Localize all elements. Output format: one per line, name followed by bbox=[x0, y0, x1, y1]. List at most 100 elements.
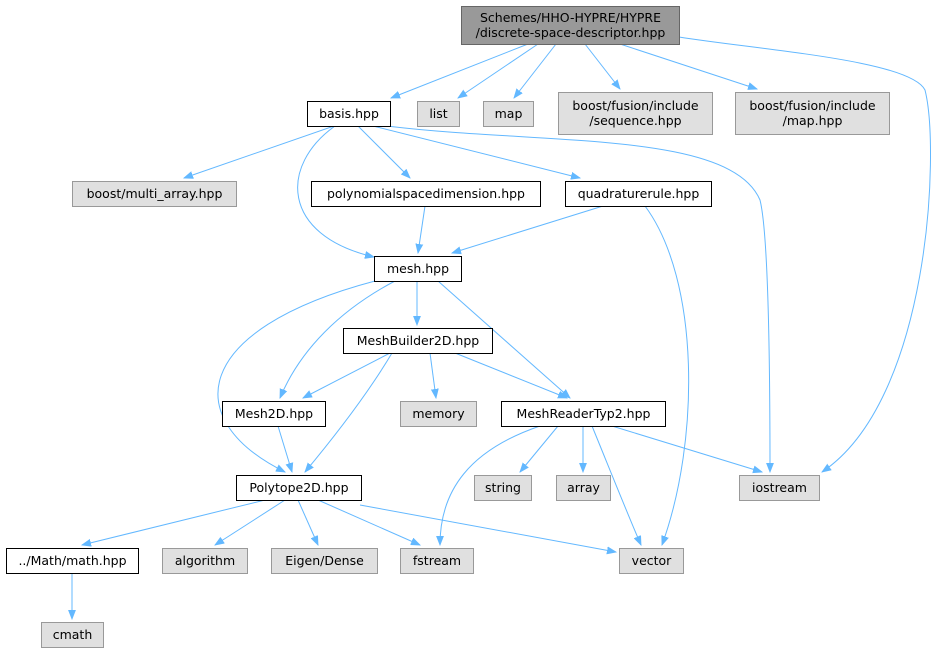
node-array: array bbox=[556, 475, 611, 501]
edge-basis-to-mesh bbox=[297, 125, 374, 257]
edge-basis-to-quadrule bbox=[372, 125, 580, 178]
node-string: string bbox=[474, 475, 532, 501]
node-label-meshbuilder: MeshBuilder2D.hpp bbox=[357, 333, 480, 348]
edges-layer bbox=[72, 36, 931, 619]
edge-root-to-basis bbox=[391, 43, 529, 99]
edge-quadrule-to-mesh bbox=[452, 205, 604, 253]
edge-meshreader-to-iostream bbox=[611, 425, 762, 472]
edge-mesh-to-mesh2d bbox=[279, 280, 396, 398]
edge-quadrule-to-vector bbox=[644, 205, 690, 545]
node-label-polytope: Polytope2D.hpp bbox=[249, 480, 348, 495]
node-label-algorithm: algorithm bbox=[175, 553, 235, 568]
node-label-map: map bbox=[495, 106, 523, 121]
edge-meshreader-to-string bbox=[520, 425, 559, 472]
edge-root-to-list bbox=[458, 43, 539, 98]
node-box-iostream bbox=[739, 475, 820, 501]
node-multi_array: boost/multi_array.hpp bbox=[72, 181, 237, 207]
node-label-mathhpp: ../Math/math.hpp bbox=[18, 553, 126, 568]
node-meshbuilder[interactable]: MeshBuilder2D.hpp bbox=[343, 328, 493, 354]
node-box-mathhpp bbox=[6, 548, 139, 574]
edge-root-to-fusion_seq bbox=[584, 43, 620, 89]
node-box-cmath bbox=[41, 622, 104, 648]
node-box-vector bbox=[619, 548, 684, 574]
edge-meshbuilder-to-meshreader bbox=[454, 352, 567, 399]
node-root[interactable]: Schemes/HHO-HYPRE/HYPRE/discrete-space-d… bbox=[461, 6, 680, 45]
node-quadrule[interactable]: quadraturerule.hpp bbox=[565, 181, 712, 207]
edge-polytope-to-mathhpp bbox=[82, 499, 266, 545]
edge-meshreader-to-vector bbox=[591, 425, 642, 545]
node-box-algorithm bbox=[162, 548, 248, 574]
node-label-multi_array: boost/multi_array.hpp bbox=[87, 186, 223, 201]
edge-meshbuilder-to-polytope bbox=[305, 352, 393, 472]
node-fusion_seq: boost/fusion/include/sequence.hpp bbox=[558, 92, 713, 135]
node-label-root-line2: /discrete-space-descriptor.hpp bbox=[476, 25, 666, 40]
node-label-list: list bbox=[429, 106, 447, 121]
edge-polytope-to-eigen bbox=[297, 499, 319, 545]
node-label-basis: basis.hpp bbox=[319, 106, 379, 121]
node-label-array: array bbox=[567, 480, 600, 495]
node-label-fusion_map-line1: boost/fusion/include bbox=[749, 98, 876, 113]
node-box-meshbuilder bbox=[343, 328, 493, 354]
node-list: list bbox=[417, 101, 460, 127]
node-box-string bbox=[474, 475, 532, 501]
node-label-fusion_map-line2: /map.hpp bbox=[783, 113, 843, 128]
edge-basis-to-multi_array bbox=[184, 125, 335, 178]
edge-root-to-iostream bbox=[678, 36, 931, 472]
node-label-fusion_seq-line2: /sequence.hpp bbox=[589, 113, 681, 128]
node-label-memory: memory bbox=[412, 406, 465, 421]
node-memory: memory bbox=[400, 401, 477, 427]
node-box-basis bbox=[307, 101, 391, 127]
node-polydim[interactable]: polynomialspacedimension.hpp bbox=[311, 181, 541, 207]
node-box-mesh2d bbox=[222, 401, 326, 427]
node-mesh2d[interactable]: Mesh2D.hpp bbox=[222, 401, 326, 427]
node-polytope[interactable]: Polytope2D.hpp bbox=[236, 475, 362, 501]
edge-meshbuilder-to-mesh2d bbox=[303, 352, 391, 398]
node-box-meshreader bbox=[501, 401, 666, 427]
node-label-polydim: polynomialspacedimension.hpp bbox=[327, 186, 525, 201]
node-box-fusion_seq bbox=[558, 92, 713, 135]
node-mesh[interactable]: mesh.hpp bbox=[374, 256, 462, 282]
edge-polydim-to-mesh bbox=[418, 205, 426, 253]
edge-basis-to-iostream bbox=[386, 125, 770, 472]
node-label-cmath: cmath bbox=[53, 627, 93, 642]
node-label-mesh: mesh.hpp bbox=[387, 261, 449, 276]
edge-meshbuilder-to-memory bbox=[429, 352, 436, 398]
edge-polytope-to-algorithm bbox=[215, 499, 286, 545]
node-box-polydim bbox=[311, 181, 541, 207]
node-mathhpp[interactable]: ../Math/math.hpp bbox=[6, 548, 139, 574]
node-box-root bbox=[461, 6, 680, 45]
node-box-memory bbox=[400, 401, 477, 427]
edge-mesh2d-to-polytope bbox=[277, 425, 292, 472]
node-cmath: cmath bbox=[41, 622, 104, 648]
node-box-polytope bbox=[236, 475, 362, 501]
node-box-fusion_map bbox=[735, 92, 890, 135]
node-algorithm: algorithm bbox=[162, 548, 248, 574]
node-map: map bbox=[483, 101, 534, 127]
node-basis[interactable]: basis.hpp bbox=[307, 101, 391, 127]
node-label-quadrule: quadraturerule.hpp bbox=[578, 186, 700, 201]
node-label-eigen: Eigen/Dense bbox=[285, 553, 364, 568]
node-fstream: fstream bbox=[400, 548, 474, 574]
node-box-list bbox=[417, 101, 460, 127]
node-meshreader[interactable]: MeshReaderTyp2.hpp bbox=[501, 401, 666, 427]
edge-basis-to-polydim bbox=[357, 125, 410, 178]
edge-root-to-map bbox=[514, 43, 557, 98]
node-box-eigen bbox=[271, 548, 378, 574]
node-iostream: iostream bbox=[739, 475, 820, 501]
node-box-quadrule bbox=[565, 181, 712, 207]
node-label-vector: vector bbox=[632, 553, 673, 568]
node-eigen: Eigen/Dense bbox=[271, 548, 378, 574]
edge-mesh-to-polytope bbox=[217, 280, 376, 472]
node-label-meshreader: MeshReaderTyp2.hpp bbox=[517, 406, 651, 421]
node-box-multi_array bbox=[72, 181, 237, 207]
node-label-mesh2d: Mesh2D.hpp bbox=[235, 406, 313, 421]
edge-root-to-fusion_map bbox=[619, 43, 757, 89]
node-label-iostream: iostream bbox=[752, 480, 807, 495]
node-label-string: string bbox=[485, 480, 521, 495]
node-label-root-line1: Schemes/HHO-HYPRE/HYPRE bbox=[480, 10, 661, 25]
node-box-array bbox=[556, 475, 611, 501]
node-box-mesh bbox=[374, 256, 462, 282]
edge-meshreader-to-fstream bbox=[440, 425, 541, 545]
nodes-layer: Schemes/HHO-HYPRE/HYPRE/discrete-space-d… bbox=[6, 6, 890, 648]
node-fusion_map: boost/fusion/include/map.hpp bbox=[735, 92, 890, 135]
